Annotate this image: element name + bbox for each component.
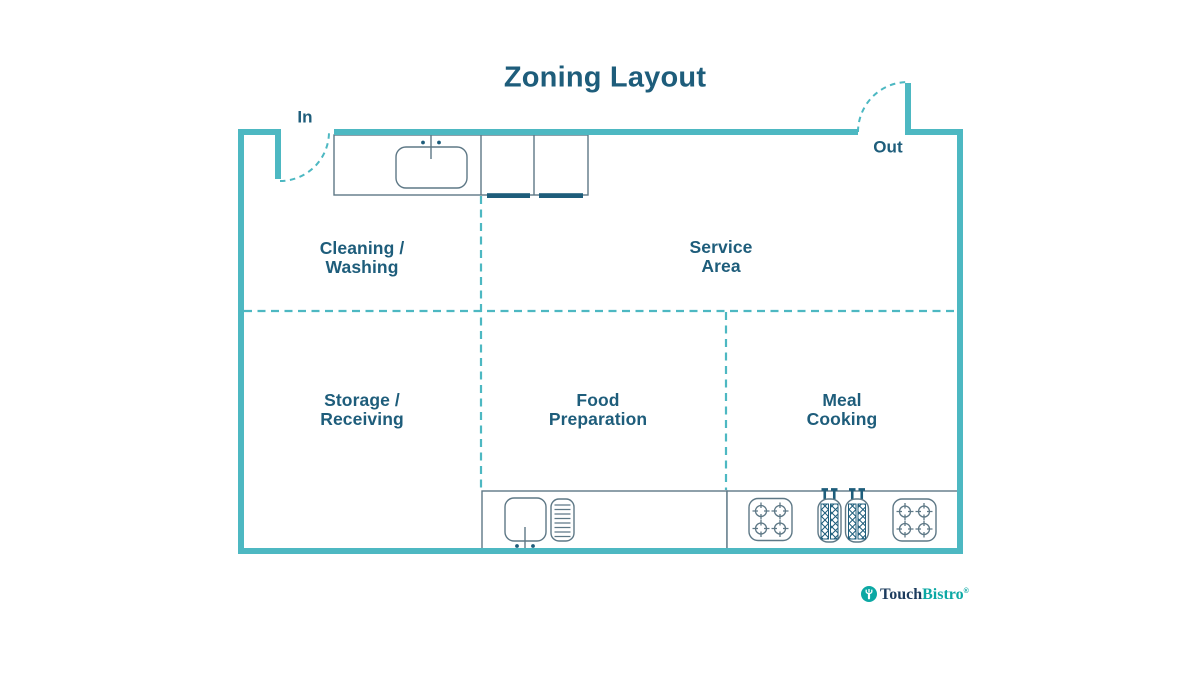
logo-text-bistro: Bistro [922, 586, 964, 603]
stove-icon [749, 499, 792, 541]
touchbistro-logo: TouchBistro® [861, 584, 969, 603]
zone-label-cleaning-washing: Cleaning / Washing [319, 238, 405, 277]
out-door [857, 81, 911, 135]
prep-counter [481, 490, 728, 552]
dishwasher-icon [487, 193, 530, 198]
out-door-label: Out [873, 137, 903, 157]
dishwasher-icon [539, 193, 583, 198]
logo-text-touch: Touch [880, 586, 923, 603]
zone-label-meal-cooking: Meal Cooking [806, 390, 878, 429]
cooking-counter [726, 487, 961, 552]
touchbistro-fork-icon [861, 585, 877, 602]
wash-counter [333, 134, 589, 198]
zone-label-storage-receiving: Storage / Receiving [320, 390, 404, 429]
wash-sink-icon [395, 135, 468, 189]
logo-registered-mark: ® [963, 588, 969, 595]
drainboard-icon [550, 498, 575, 542]
zone-label-service-area: Service Area [689, 237, 753, 276]
zone-label-food-preparation: Food Preparation [548, 390, 648, 429]
stove-icon [893, 499, 936, 541]
logo-text: TouchBistro® [880, 584, 969, 603]
in-door-label: In [297, 107, 313, 127]
in-door-swing-arc [279, 131, 330, 182]
out-door-swing-arc [857, 81, 909, 133]
in-door [275, 129, 330, 182]
prep-sink-icon [504, 497, 547, 549]
room-walls [238, 129, 963, 554]
page-title: Zoning Layout [503, 61, 707, 94]
